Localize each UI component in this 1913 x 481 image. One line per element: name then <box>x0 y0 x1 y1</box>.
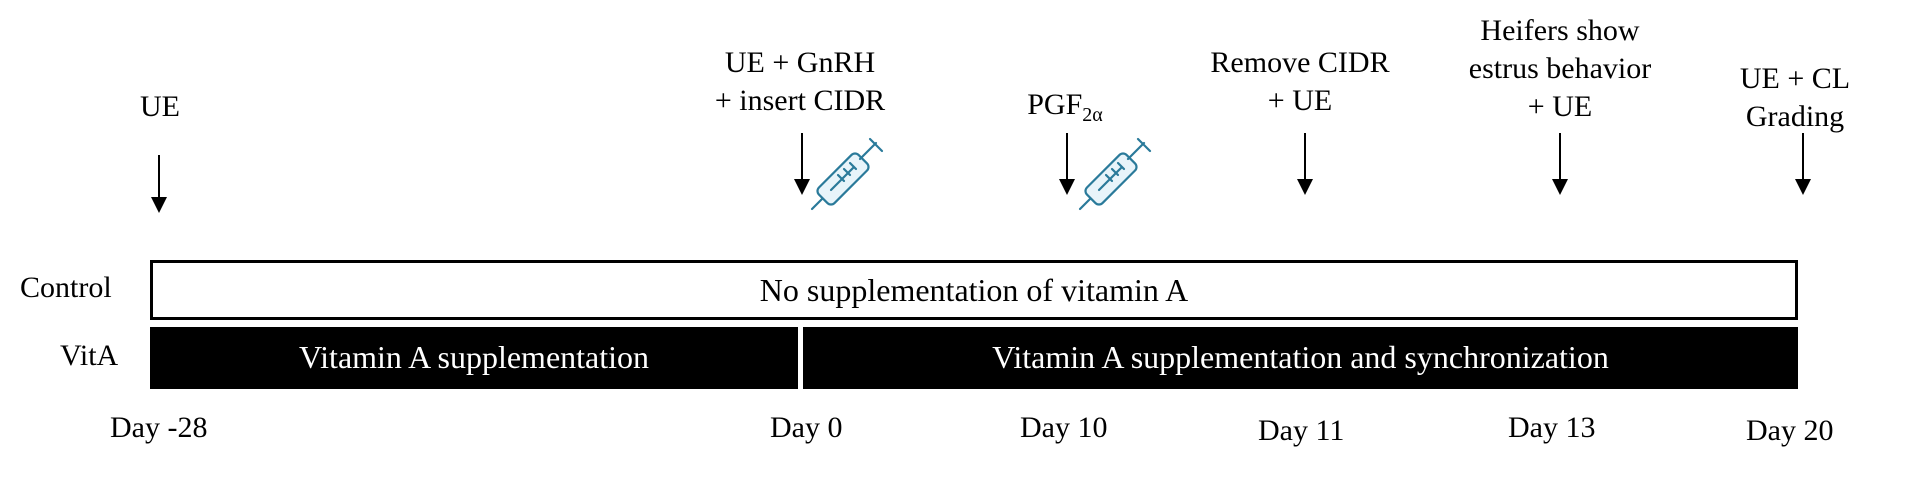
arrow-day-20 <box>1795 133 1811 195</box>
row-label-control: Control <box>20 271 112 304</box>
event-label-ue-start: UE <box>140 90 180 123</box>
vita-bar-synchronization-text: Vitamin A supplementation and synchroniz… <box>992 339 1609 375</box>
arrow-day-11 <box>1297 133 1313 195</box>
event-label-estrus: Heifers show estrus behavior + UE <box>1468 14 1652 123</box>
control-bar: No supplementation of vitamin A <box>150 260 1798 320</box>
row-label-vita: VitA <box>60 339 119 372</box>
event-label-gnrh-cidr: UE + GnRH + insert CIDR <box>714 46 886 117</box>
day-label-10: Day 10 <box>1020 411 1108 444</box>
day-label-11: Day 11 <box>1258 414 1345 447</box>
arrow-day-13 <box>1552 133 1568 195</box>
event-label-pgf: PGF2α <box>1027 88 1103 126</box>
day-label-0: Day 0 <box>770 411 843 444</box>
arrow-day-10 <box>1059 133 1075 195</box>
event-label-remove-cidr: Remove CIDR + UE <box>1210 46 1390 117</box>
arrow-day-0 <box>794 133 810 195</box>
day-label-13: Day 13 <box>1508 411 1596 444</box>
vita-bar-synchronization: Vitamin A supplementation and synchroniz… <box>803 327 1798 389</box>
syringe-icon <box>810 137 884 211</box>
day-label-minus28: Day -28 <box>110 411 208 444</box>
vita-bar-supplementation: Vitamin A supplementation <box>150 327 798 389</box>
vita-bar-supplementation-text: Vitamin A supplementation <box>298 339 650 375</box>
event-label-cl-grading: UE + CL Grading <box>1739 62 1851 133</box>
day-label-20: Day 20 <box>1746 414 1834 447</box>
control-bar-text: No supplementation of vitamin A <box>759 272 1189 308</box>
arrow-day-minus28 <box>151 155 167 213</box>
syringe-icon <box>1078 137 1152 211</box>
